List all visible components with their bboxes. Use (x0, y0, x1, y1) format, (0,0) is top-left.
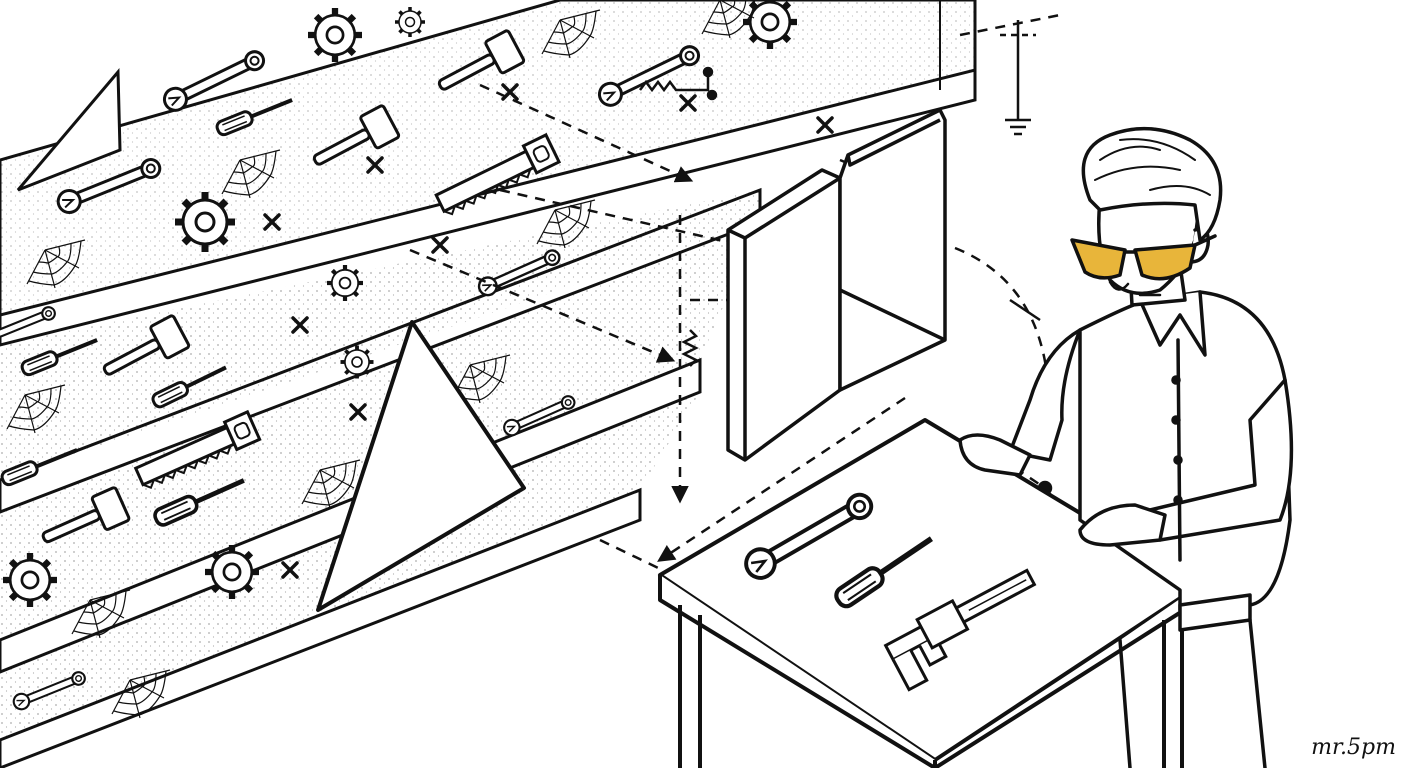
artist-signature: mr.5pm (1311, 735, 1396, 760)
bench-tools (738, 486, 1037, 692)
wall-panels (726, 108, 947, 462)
prism (316, 320, 526, 612)
workbench (658, 418, 1202, 768)
man-with-sunglasses (958, 126, 1294, 768)
